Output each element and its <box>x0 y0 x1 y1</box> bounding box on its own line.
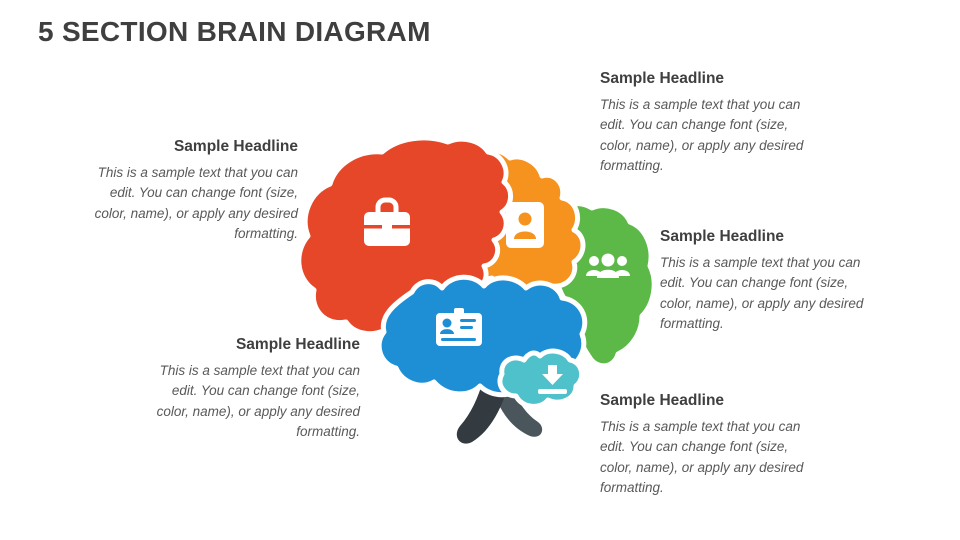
id-card-icon <box>436 308 482 346</box>
brain-diagram <box>296 135 657 444</box>
callout-body: This is a sample text that you can edit.… <box>600 419 804 495</box>
callout-orange-section: Sample Headline This is a sample text th… <box>600 70 805 176</box>
people-group-icon <box>586 253 630 278</box>
callout-headline: Sample Headline <box>235 336 360 353</box>
callout-body: This is a sample text that you can edit.… <box>156 363 360 439</box>
callout-body: This is a sample text that you can edit.… <box>660 255 864 331</box>
callout-body: This is a sample text that you can edit.… <box>94 165 298 241</box>
slide-title: 5 SECTION BRAIN DIAGRAM <box>38 16 431 47</box>
contact-book-icon <box>506 202 544 248</box>
download-icon <box>538 365 567 394</box>
brain-section-teal <box>497 348 585 409</box>
callout-headline: Sample Headline <box>173 138 298 155</box>
callout-teal-section: Sample Headline This is a sample text th… <box>600 392 805 498</box>
briefcase-icon <box>364 197 410 246</box>
callout-headline: Sample Headline <box>660 228 785 245</box>
callout-headline: Sample Headline <box>600 392 725 409</box>
callout-headline: Sample Headline <box>600 70 725 87</box>
callout-blue-section: Sample Headline This is a sample text th… <box>155 336 360 442</box>
callout-red-section: Sample Headline This is a sample text th… <box>93 138 298 244</box>
callout-green-section: Sample Headline This is a sample text th… <box>660 228 865 334</box>
callout-body: This is a sample text that you can edit.… <box>600 97 804 173</box>
